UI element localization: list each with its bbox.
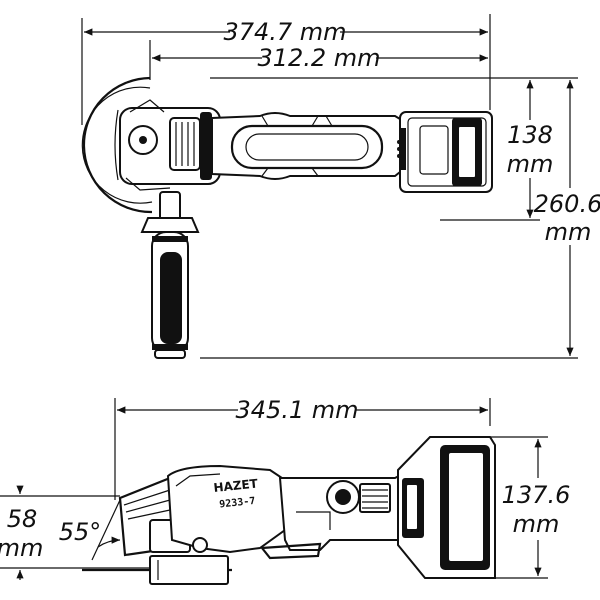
side-handle-top	[140, 191, 200, 359]
battery-side	[397, 436, 496, 579]
dim-guard-value: 58	[7, 505, 38, 533]
brand-logo: HAZET	[213, 476, 259, 495]
dim-side-length: 345.1 mm	[117, 396, 488, 424]
dim-angle: 55°	[59, 499, 121, 561]
battery-top	[397, 111, 493, 193]
dim-overall-length: 374.7 mm	[84, 18, 488, 46]
dim-body-length-label: 312.2 mm	[257, 44, 380, 72]
dim-body-height-unit: mm	[507, 150, 554, 178]
dim-guard: 58 mm	[0, 485, 43, 580]
dim-guard-unit: mm	[0, 534, 43, 562]
dim-overall-width: 260.6 mm	[534, 80, 600, 356]
dim-angle-label: 55°	[59, 518, 102, 546]
dim-body-height-value: 138	[507, 121, 553, 149]
dim-overall-width-value: 260.6	[534, 190, 600, 218]
disc-guard-top	[81, 76, 153, 214]
dim-side-height-value: 137.6	[502, 481, 571, 509]
gear-head-top	[119, 99, 221, 191]
disc-guard-side	[82, 476, 232, 585]
dim-side-length-label: 345.1 mm	[235, 396, 358, 424]
dim-body-length: 312.2 mm	[152, 44, 488, 72]
side-view: 345.1 mm 137.6 mm 58 mm 55°	[0, 396, 571, 585]
top-view: 374.7 mm 312.2 mm 138 mm 260.6 mm	[81, 14, 600, 359]
dim-body-height: 138 mm	[507, 80, 554, 218]
dim-overall-length-label: 374.7 mm	[223, 18, 346, 46]
dim-overall-width-unit: mm	[545, 218, 592, 246]
motor-body-top	[211, 112, 406, 180]
dim-side-height: 137.6 mm	[502, 439, 571, 576]
gear-head-side: HAZET 9233-7	[166, 464, 286, 554]
model-number: 9233-7	[219, 496, 256, 511]
motor-body-side	[259, 469, 426, 560]
dim-side-height-unit: mm	[513, 510, 560, 538]
